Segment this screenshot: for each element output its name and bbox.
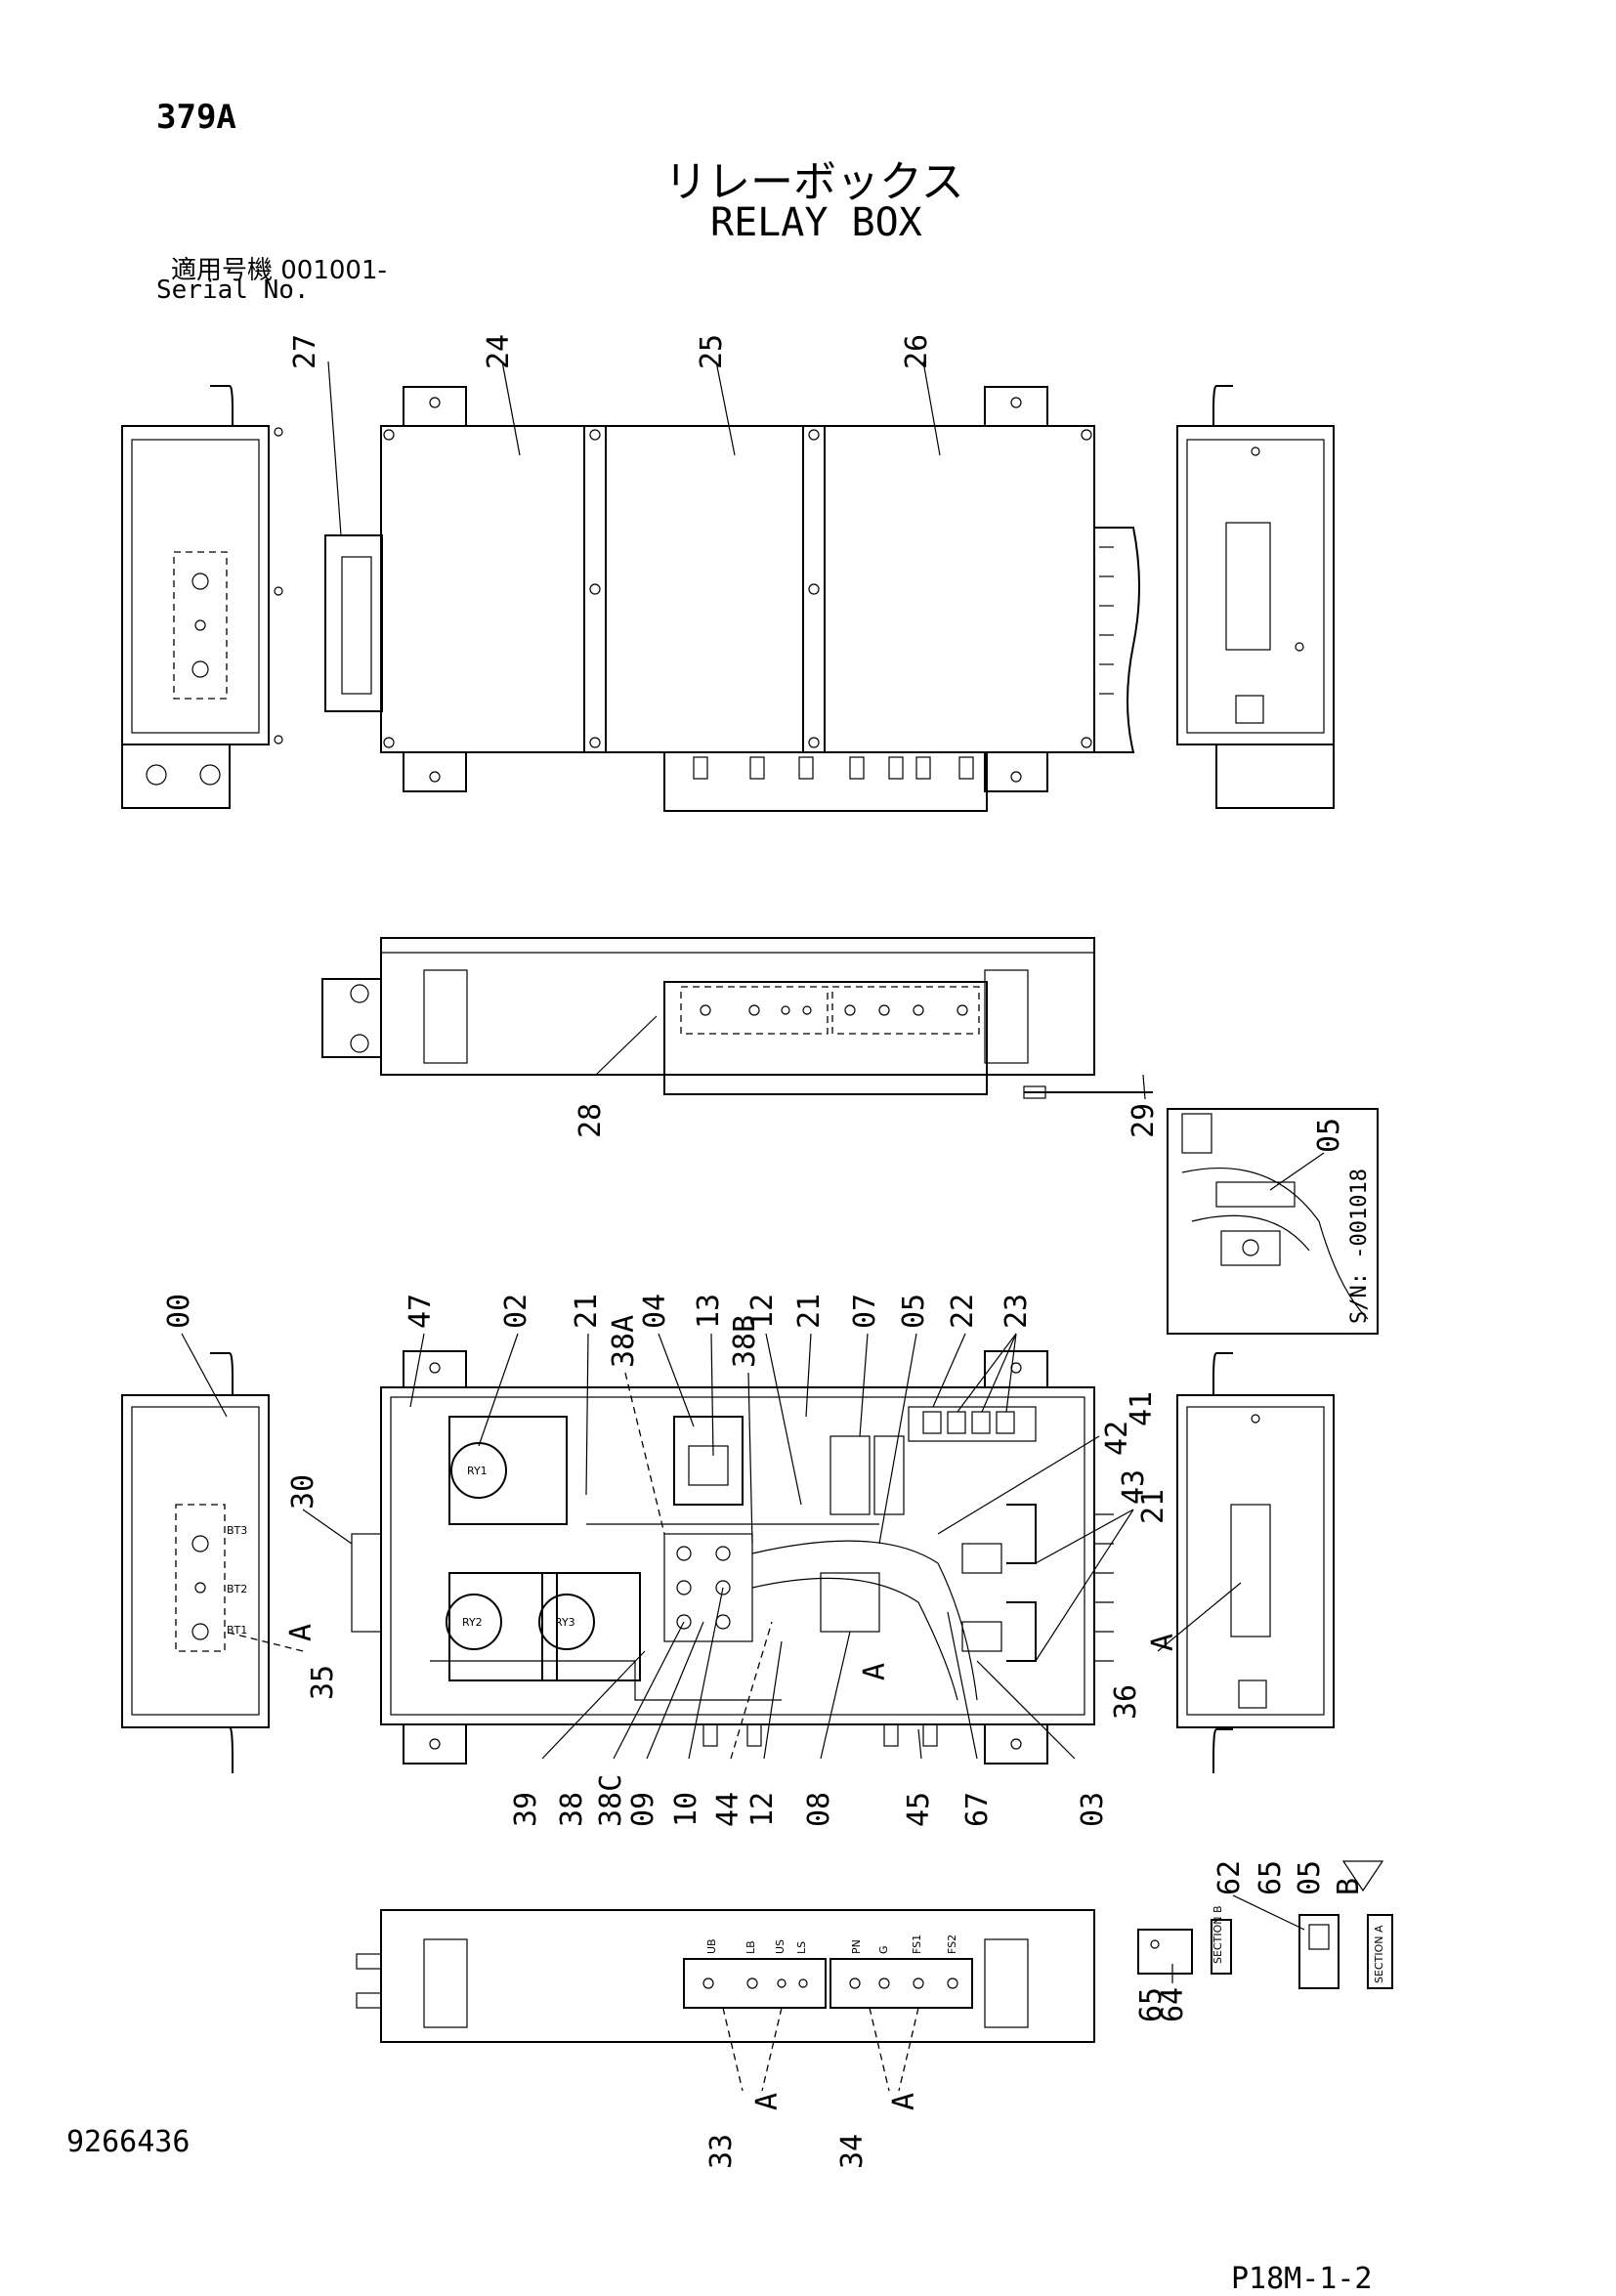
callout-44: 44 [711, 1792, 745, 1827]
terminal-ub: UB [705, 1938, 718, 1954]
callout-64: 64 [1156, 1987, 1190, 2022]
section-b-label: SECTION B [1212, 1905, 1224, 1964]
callout-02: 02 [499, 1294, 533, 1329]
serial-label-english: Serial No. [156, 276, 310, 305]
callout-a-left: A [284, 1624, 319, 1641]
callout-12-a: 12 [745, 1294, 780, 1329]
section-detail: SECTION B SECTION A 65 64 62 65 05 B [1134, 1860, 1393, 2022]
callout-05-right: 05 [1293, 1860, 1327, 1895]
callout-45: 45 [902, 1792, 936, 1827]
page-id: 379A [156, 98, 236, 137]
page-reference: P18M-1-2 [1231, 2262, 1373, 2296]
callout-25: 25 [695, 334, 729, 369]
terminal-g: G [877, 1945, 890, 1954]
drawing-number: 9266436 [66, 2125, 191, 2159]
callout-38a: 38A [607, 1315, 641, 1368]
callout-03: 03 [1076, 1792, 1110, 1827]
callout-62: 62 [1212, 1860, 1247, 1895]
view-top: 27 24 25 26 [121, 334, 1335, 812]
inset-callout-05: 05 [1312, 1118, 1346, 1153]
callout-28: 28 [574, 1103, 608, 1138]
callout-43: 43 [1117, 1469, 1151, 1505]
left-side-view [121, 385, 283, 809]
callout-12-b: 12 [745, 1792, 780, 1827]
callout-00: 00 [162, 1294, 196, 1329]
serial-label-japanese: 適用号機 001001- [171, 256, 387, 285]
terminal-pn: PN [850, 1939, 863, 1954]
terminal-ls: LS [795, 1941, 808, 1954]
callout-08: 08 [802, 1792, 836, 1827]
callout-39: 39 [509, 1792, 543, 1827]
terminal-us: US [774, 1939, 787, 1954]
callout-a-34: A [887, 2093, 921, 2110]
callout-21-b: 21 [792, 1294, 827, 1329]
callout-36: 36 [1109, 1684, 1143, 1720]
label-bt1: BT1 [227, 1624, 247, 1637]
callout-21-c: 21 [1136, 1489, 1170, 1524]
callout-35: 35 [306, 1665, 340, 1700]
callout-a-33: A [750, 2093, 785, 2110]
callout-27: 27 [288, 334, 322, 369]
callout-29: 29 [1127, 1103, 1161, 1138]
relay-ry2: RY2 [462, 1616, 483, 1629]
callout-30: 30 [286, 1474, 320, 1509]
callout-22: 22 [946, 1294, 980, 1329]
callout-67: 67 [960, 1792, 995, 1827]
callout-26: 26 [900, 334, 934, 369]
relay-ry3: RY3 [555, 1616, 575, 1629]
callout-04: 04 [638, 1294, 672, 1329]
callout-41: 41 [1125, 1391, 1159, 1426]
callout-07: 07 [848, 1294, 882, 1329]
callout-65-right: 65 [1254, 1860, 1288, 1895]
label-bt2: BT2 [227, 1583, 247, 1595]
inset-sn-001018: 05 S/N: -001018 [1167, 1108, 1379, 1335]
view-front: 28 29 [321, 937, 1161, 1138]
section-a-label: SECTION A [1373, 1925, 1385, 1983]
terminal-fs2: FS2 [946, 1935, 958, 1954]
terminal-lb: LB [744, 1940, 757, 1954]
callout-34: 34 [835, 2134, 870, 2169]
inset-note: S/N: -001018 [1347, 1169, 1372, 1324]
title-english: RELAY BOX [710, 200, 922, 245]
callout-42: 42 [1100, 1421, 1134, 1456]
callout-38c: 38C [594, 1774, 628, 1827]
callout-38: 38 [555, 1792, 589, 1827]
callout-09: 09 [626, 1792, 660, 1827]
view-inside: BT3 BT2 BT1 RY1 RY2 RY3 [121, 1294, 1335, 1827]
main-box-top [380, 386, 1140, 812]
callout-a-right: A [1146, 1634, 1180, 1651]
cover-block-27 [324, 534, 383, 712]
callout-47: 47 [404, 1294, 438, 1329]
callout-65-left: 65 [1134, 1987, 1169, 2022]
callout-23: 23 [999, 1294, 1034, 1329]
callout-21-a: 21 [570, 1294, 604, 1329]
right-side-view [1176, 385, 1335, 809]
relay-ry1: RY1 [467, 1465, 488, 1477]
callout-a-center: A [858, 1663, 892, 1680]
callout-05: 05 [897, 1294, 931, 1329]
callout-38b: 38B [728, 1315, 762, 1368]
callout-10: 10 [669, 1792, 703, 1827]
callout-24: 24 [482, 334, 516, 369]
terminal-fs1: FS1 [911, 1935, 923, 1954]
callout-33: 33 [704, 2134, 739, 2169]
title-japanese: リレーボックス [664, 157, 964, 207]
view-front-lower: UB LB US LS PN G FS1 FS2 33 A 34 A [356, 1909, 1095, 2169]
callout-13: 13 [692, 1294, 726, 1329]
label-bt3: BT3 [227, 1524, 247, 1537]
